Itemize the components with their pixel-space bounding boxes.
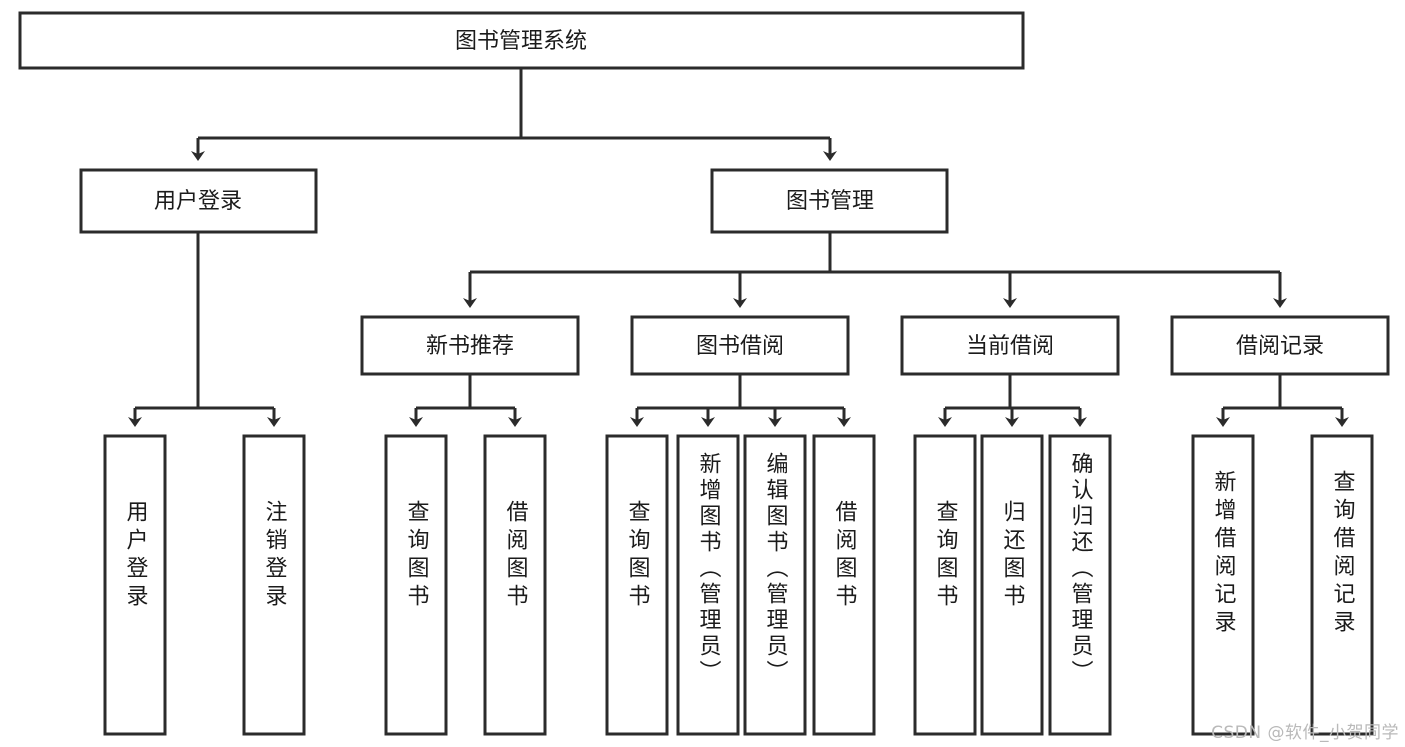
node-user-login[interactable]: 用户登录 bbox=[79, 168, 318, 234]
node-current-borrow[interactable]: 当前借阅 bbox=[900, 315, 1120, 376]
node-book-management-label: 图书管理 bbox=[786, 189, 874, 214]
edge-currentborrow-bus bbox=[945, 374, 1080, 410]
node-book-borrow-label: 图书借阅 bbox=[696, 334, 784, 359]
edge-bookmgmt-bus bbox=[470, 232, 1280, 274]
node-leaf-query-book-1-label: 查询图书 bbox=[404, 500, 430, 612]
node-leaf-user-login-label: 用户登录 bbox=[123, 500, 149, 612]
edges-group bbox=[128, 68, 1349, 427]
node-book-borrow[interactable]: 图书借阅 bbox=[630, 315, 850, 376]
node-leaf-add-record-label: 新增借阅记录 bbox=[1211, 470, 1237, 638]
node-leaf-query-book-1[interactable]: 查询图书 bbox=[384, 434, 448, 736]
node-leaf-logout-label: 注销登录 bbox=[262, 500, 288, 612]
node-leaf-add-book[interactable]: 新增图书（管理员） bbox=[676, 434, 740, 736]
node-leaf-user-login[interactable]: 用户登录 bbox=[103, 434, 167, 736]
node-leaf-query-record[interactable]: 查询借阅记录 bbox=[1310, 434, 1374, 736]
node-borrow-record-label: 借阅记录 bbox=[1236, 334, 1324, 359]
node-leaf-query-book-3[interactable]: 查询图书 bbox=[913, 434, 977, 736]
node-new-book-recommend[interactable]: 新书推荐 bbox=[360, 315, 580, 376]
node-leaf-borrow-book-1[interactable]: 借阅图书 bbox=[483, 434, 547, 736]
node-leaf-borrow-book-2-label: 借阅图书 bbox=[832, 500, 858, 612]
node-leaf-query-record-label: 查询借阅记录 bbox=[1330, 470, 1356, 638]
node-leaf-add-record[interactable]: 新增借阅记录 bbox=[1191, 434, 1255, 736]
nodes-group: 图书管理系统 用户登录 图书管理 新书推荐 图书借阅 当前借阅 bbox=[18, 11, 1390, 736]
node-leaf-query-book-3-label: 查询图书 bbox=[933, 500, 959, 612]
node-root-label: 图书管理系统 bbox=[455, 29, 587, 54]
node-book-management[interactable]: 图书管理 bbox=[710, 168, 949, 234]
edge-userlogin-bus bbox=[135, 232, 274, 410]
node-leaf-confirm-return-label: 确认归还（管理员） bbox=[1068, 452, 1094, 686]
node-leaf-query-book-2-label: 查询图书 bbox=[625, 500, 651, 612]
watermark-text: CSDN @软件_小贺同学 bbox=[1211, 723, 1399, 743]
node-borrow-record[interactable]: 借阅记录 bbox=[1170, 315, 1390, 376]
edge-newbook-bus bbox=[416, 374, 515, 410]
node-leaf-edit-book-label: 编辑图书（管理员） bbox=[763, 452, 789, 686]
node-leaf-query-book-2[interactable]: 查询图书 bbox=[605, 434, 669, 736]
node-leaf-borrow-book-2[interactable]: 借阅图书 bbox=[812, 434, 876, 736]
node-leaf-add-book-label: 新增图书（管理员） bbox=[696, 452, 722, 686]
node-new-book-recommend-label: 新书推荐 bbox=[426, 334, 514, 359]
node-leaf-confirm-return[interactable]: 确认归还（管理员） bbox=[1048, 434, 1112, 736]
edge-borrowrecord-bus bbox=[1223, 374, 1342, 410]
node-user-login-label: 用户登录 bbox=[154, 189, 242, 214]
node-leaf-return-book[interactable]: 归还图书 bbox=[980, 434, 1044, 736]
node-leaf-logout[interactable]: 注销登录 bbox=[242, 434, 306, 736]
node-leaf-borrow-book-1-label: 借阅图书 bbox=[503, 500, 529, 612]
node-root[interactable]: 图书管理系统 bbox=[18, 11, 1025, 70]
edge-bookborrow-bus bbox=[637, 374, 844, 410]
node-current-borrow-label: 当前借阅 bbox=[966, 334, 1054, 359]
node-leaf-return-book-label: 归还图书 bbox=[1000, 500, 1026, 612]
edge-root-bus bbox=[198, 68, 830, 140]
node-leaf-edit-book[interactable]: 编辑图书（管理员） bbox=[743, 434, 807, 736]
